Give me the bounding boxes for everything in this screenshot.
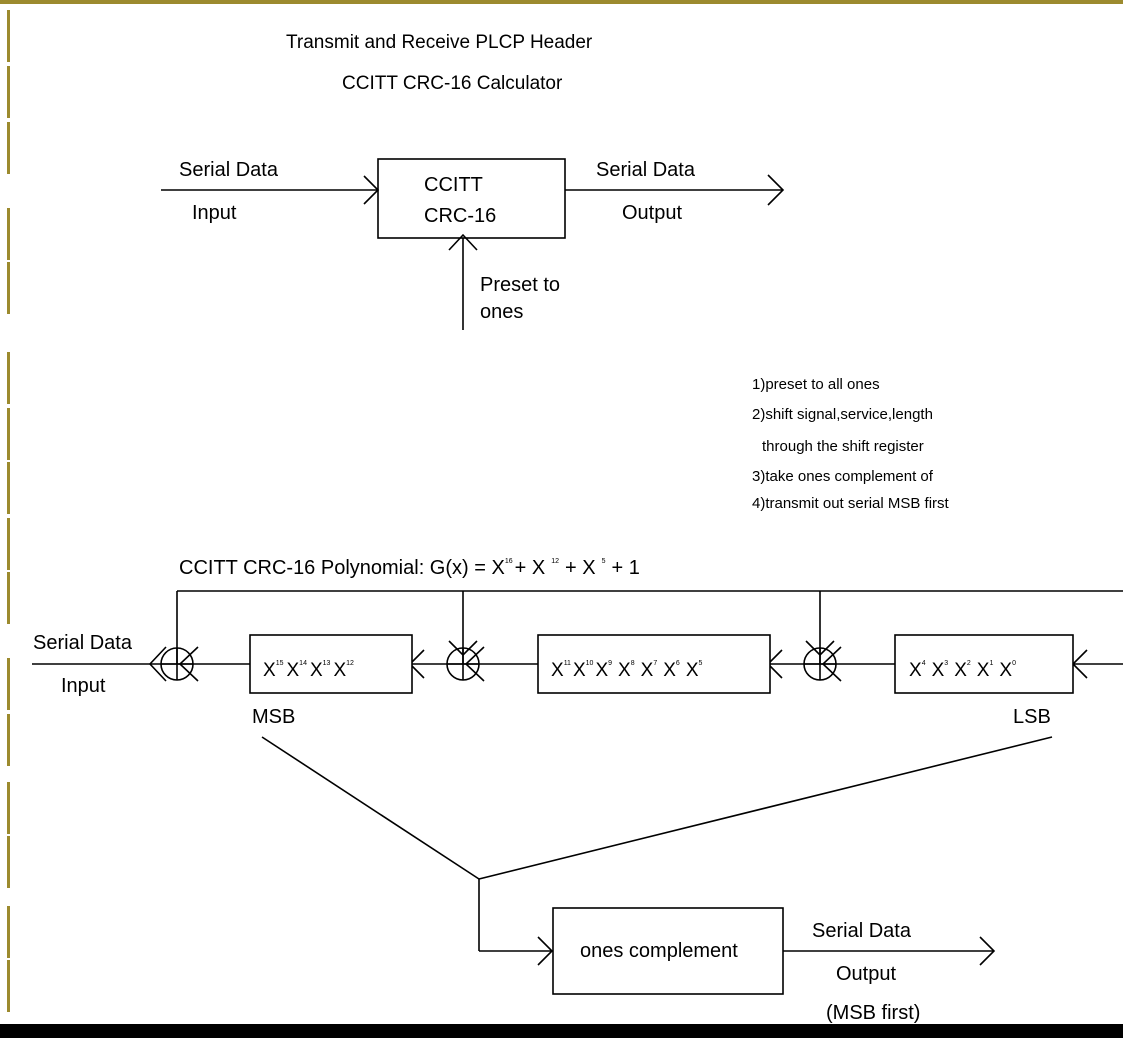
final-output-label-3: (MSB first) [826, 1002, 920, 1024]
note-1: 1)preset to all ones [752, 376, 880, 393]
register-block-msb [249, 634, 413, 694]
top-crc-block: Serial Data Input CCITT CRC-16 Serial Da… [161, 158, 785, 330]
frame-left-border [7, 0, 10, 1020]
procedure-notes: 1)preset to all ones 2)shift signal,serv… [752, 376, 950, 512]
frame-top-border [0, 0, 1123, 4]
bottom-bar [0, 1024, 1123, 1038]
top-crc-box [377, 158, 566, 239]
register-input-label-2: Input [61, 675, 106, 697]
top-output-label-1: Serial Data [596, 159, 696, 181]
preset-label-2: ones [480, 301, 523, 323]
top-box-label-1: CCITT [424, 174, 483, 196]
register-block-mid [537, 634, 771, 694]
register-input-label-1: Serial Data [33, 632, 133, 654]
lsb-readout-line [478, 736, 1053, 880]
title-line-2: CCITT CRC-16 Calculator [342, 73, 563, 94]
note-3: 3)take ones complement of [752, 468, 934, 485]
note-4: 4)transmit out serial MSB first [752, 495, 950, 512]
lsb-label: LSB [1013, 706, 1051, 728]
final-output-arrowhead [979, 936, 996, 966]
xor-gate-2 [446, 646, 485, 682]
final-output-label-2: Output [836, 963, 896, 985]
preset-arrowhead [448, 233, 478, 251]
top-box-label-2: CRC-16 [424, 205, 496, 227]
readout-lines [261, 736, 1053, 966]
ones-complement-label: ones complement [580, 940, 738, 962]
note-2-continued: through the shift register [762, 438, 924, 455]
note-2: 2)shift signal,service,length [752, 406, 933, 423]
title-line-1: Transmit and Receive PLCP Header [286, 32, 593, 53]
complement-input-arrowhead [537, 936, 554, 966]
msb-label: MSB [252, 706, 295, 728]
msb-readout-line [261, 736, 480, 880]
final-output-label-1: Serial Data [812, 920, 912, 942]
register-block-lsb [894, 634, 1074, 694]
ones-complement-block: ones complement Serial Data Output (MSB … [552, 907, 996, 1024]
xor-gate-3 [803, 646, 842, 682]
input-arrowhead [148, 646, 167, 682]
preset-label-1: Preset to [480, 274, 560, 296]
top-output-label-2: Output [622, 202, 682, 224]
top-input-label-1: Serial Data [179, 159, 279, 181]
top-input-label-2: Input [192, 202, 237, 224]
top-output-arrowhead [767, 174, 785, 206]
xor-gate-1 [160, 646, 199, 682]
